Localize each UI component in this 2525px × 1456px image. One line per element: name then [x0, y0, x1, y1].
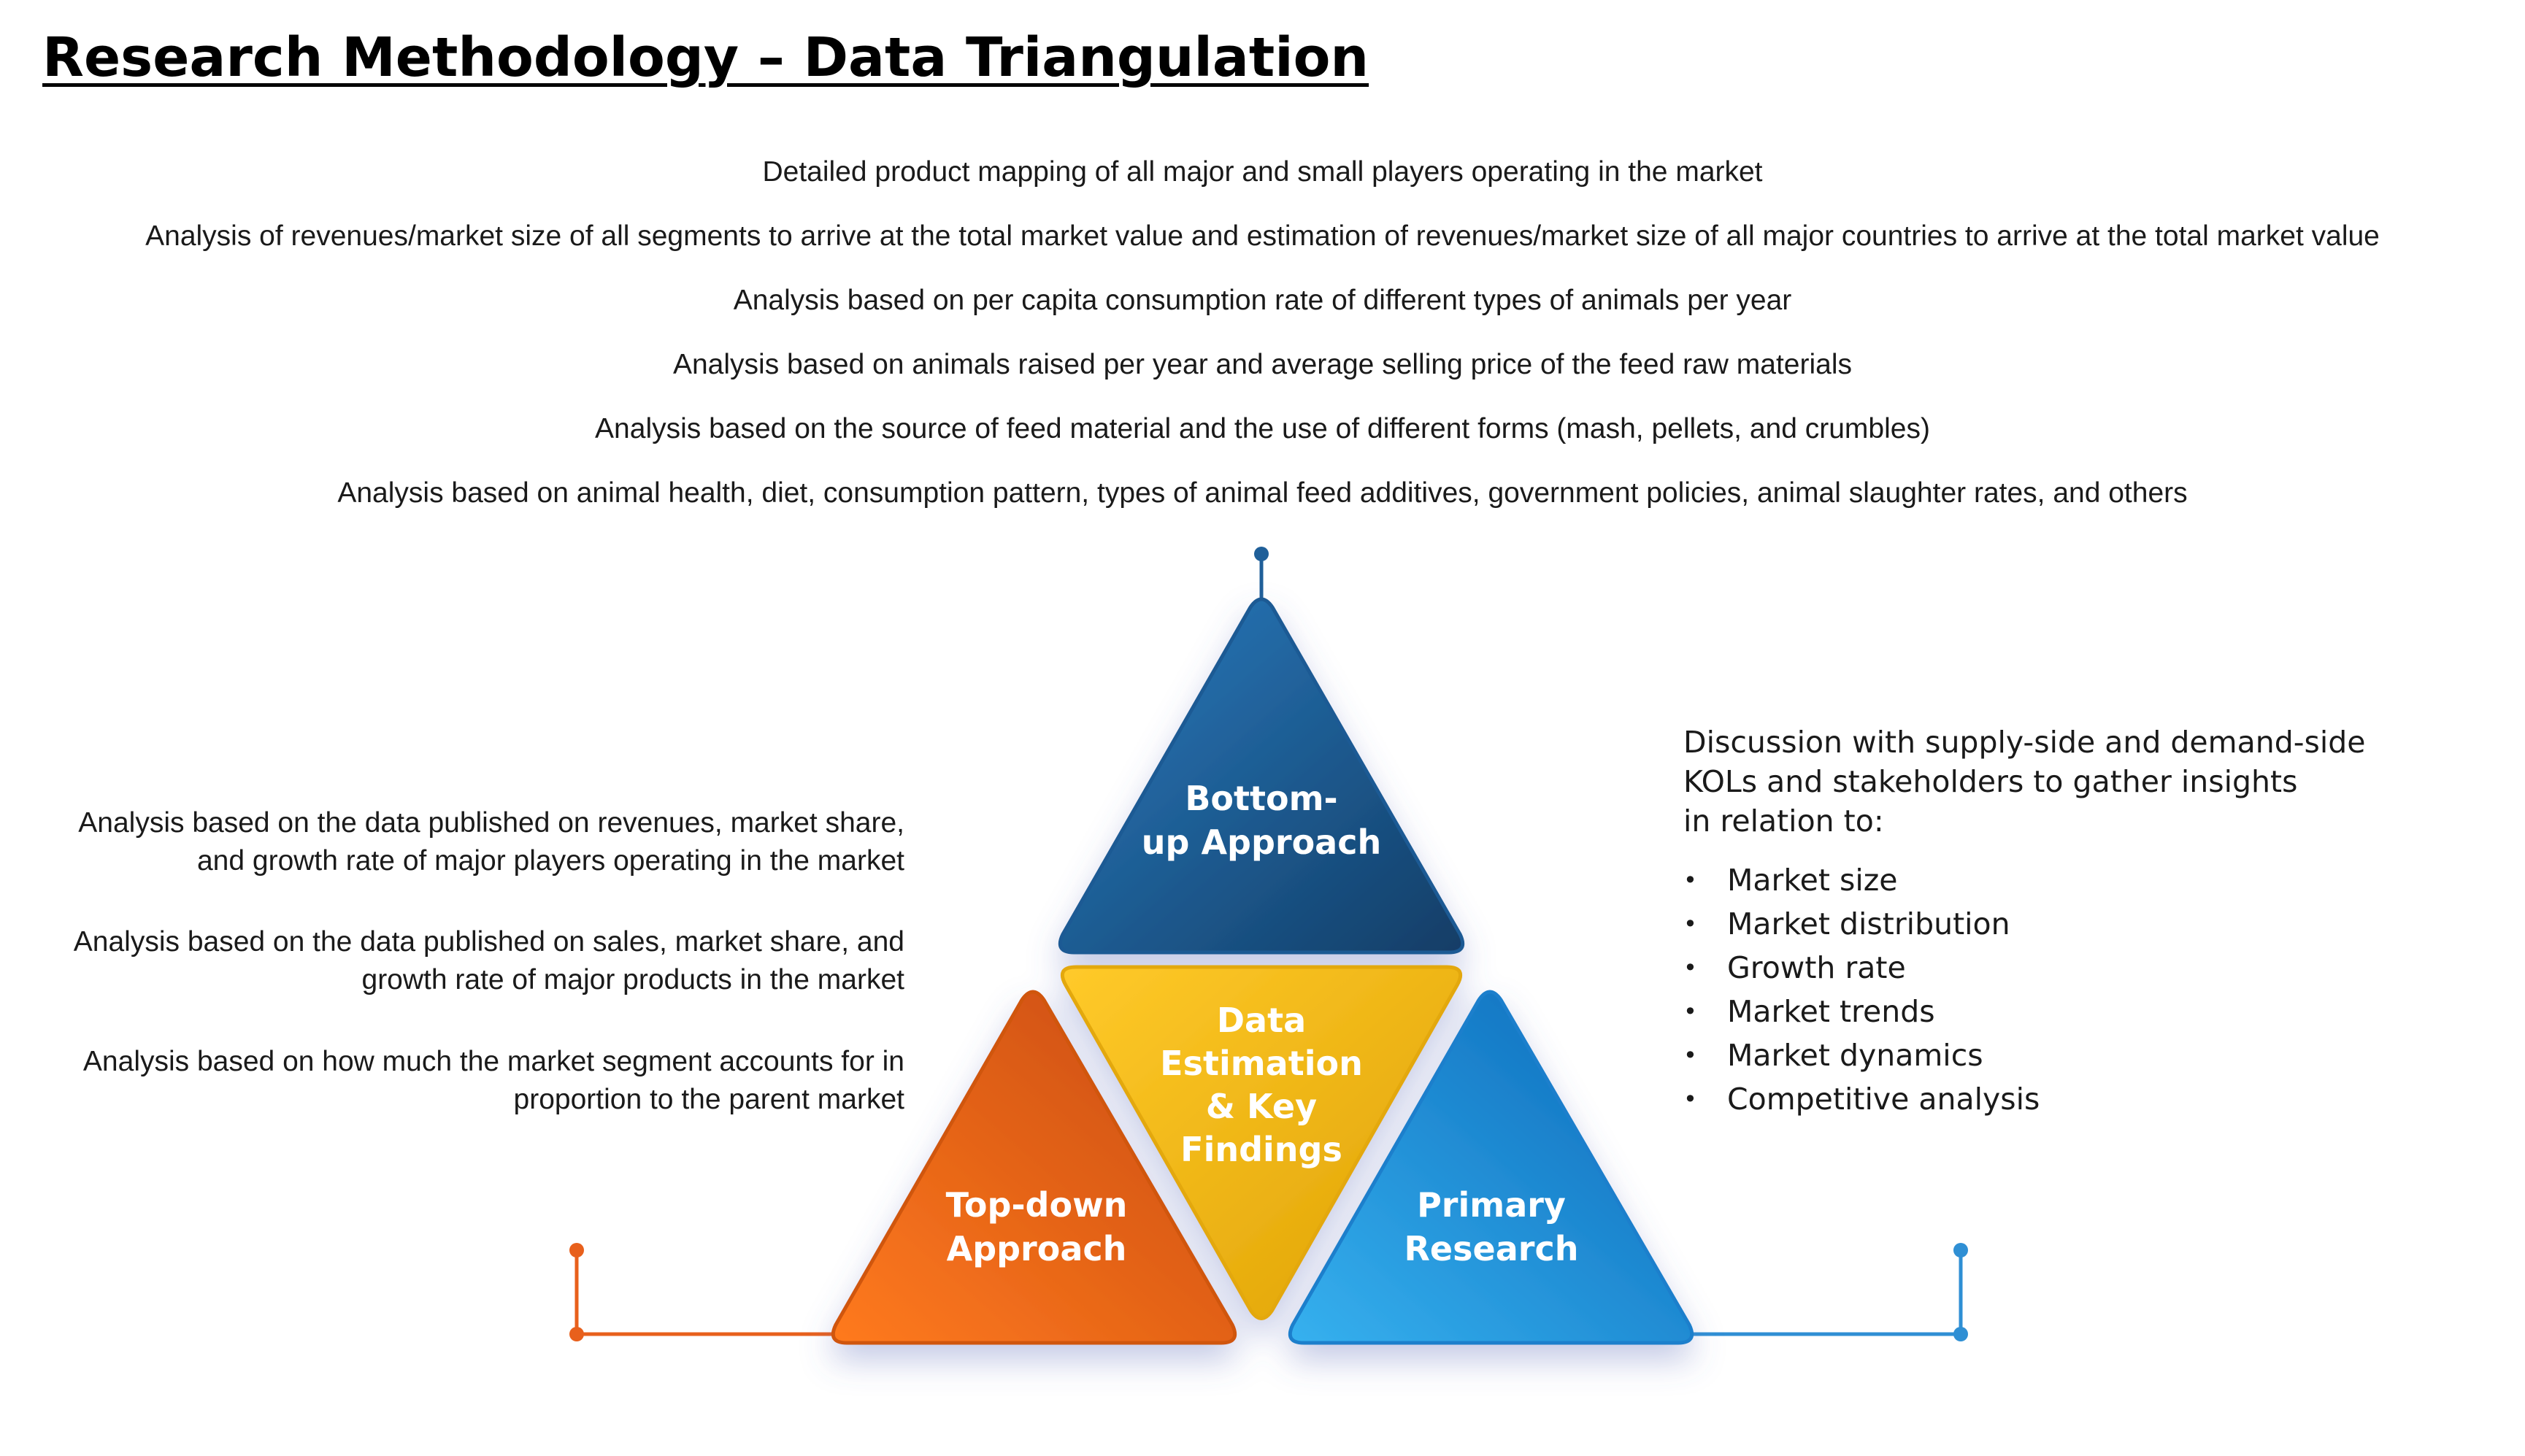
topic-label: Market trends [1727, 994, 1935, 1029]
bullet-icon: • [1683, 1085, 1697, 1113]
primary-research-intro: Discussion with supply-side and demand-s… [1683, 725, 2366, 839]
top-connector [1254, 547, 1269, 602]
top-analysis-item: Analysis based on per capita consumption… [733, 285, 1792, 316]
top-analysis-item: Analysis based on animal health, diet, c… [337, 477, 2188, 509]
top-down-label-line1: Top-down [946, 1185, 1128, 1225]
bottom-up-label-line2: up Approach [1142, 823, 1382, 862]
primary-label-line1: Primary [1417, 1185, 1566, 1225]
top-down-label-line2: Approach [947, 1229, 1127, 1268]
right-connector [1686, 1243, 1968, 1341]
topic-item: • Competitive analysis [1683, 1077, 2040, 1121]
left-connector [569, 1243, 839, 1341]
topic-item: • Market size [1683, 858, 2040, 902]
top-analysis-item: Analysis based on animals raised per yea… [672, 349, 1853, 380]
center-label-line4: Findings [1180, 1130, 1342, 1169]
center-label-line3: & Key [1206, 1087, 1317, 1126]
topic-item: • Market dynamics [1683, 1033, 2040, 1077]
center-label-line2: Estimation [1160, 1044, 1363, 1083]
top-analysis-item: Analysis of revenues/market size of all … [145, 220, 2380, 252]
primary-research-triangle [1288, 990, 1694, 1345]
top-down-triangle [831, 990, 1237, 1345]
top-analysis-item: Detailed product mapping of all major an… [762, 156, 1763, 188]
left-analysis-item: Analysis based on the data published on … [78, 807, 904, 877]
page-title: Research Methodology – Data Triangulatio… [42, 26, 1369, 89]
bullet-icon: • [1683, 1041, 1697, 1069]
bullet-icon: • [1683, 998, 1697, 1025]
topic-item: • Growth rate [1683, 946, 2040, 990]
center-label-line1: Data [1217, 1001, 1306, 1040]
topic-item: • Market distribution [1683, 902, 2040, 946]
left-analysis-item: Analysis based on the data published on … [73, 926, 904, 995]
bottom-up-triangle [1058, 597, 1465, 955]
topic-label: Market distribution [1727, 906, 2010, 941]
topic-label: Competitive analysis [1727, 1082, 2040, 1117]
topic-item: • Market trends [1683, 990, 2040, 1033]
topic-label: Market size [1727, 863, 1898, 898]
bullet-icon: • [1683, 954, 1697, 982]
left-analysis-item: Analysis based on how much the market se… [82, 1046, 904, 1115]
bottom-up-label-line1: Bottom- [1185, 779, 1337, 818]
bullet-icon: • [1683, 866, 1697, 894]
top-analysis-item: Analysis based on the source of feed mat… [595, 413, 1930, 444]
primary-label-line2: Research [1404, 1229, 1579, 1268]
primary-research-topics: • Market size • Market distribution • Growt… [1683, 858, 2040, 1121]
data-estimation-triangle [1060, 965, 1463, 1320]
topic-label: Growth rate [1727, 950, 1906, 985]
topic-label: Market dynamics [1727, 1038, 1983, 1073]
bullet-icon: • [1683, 910, 1697, 938]
